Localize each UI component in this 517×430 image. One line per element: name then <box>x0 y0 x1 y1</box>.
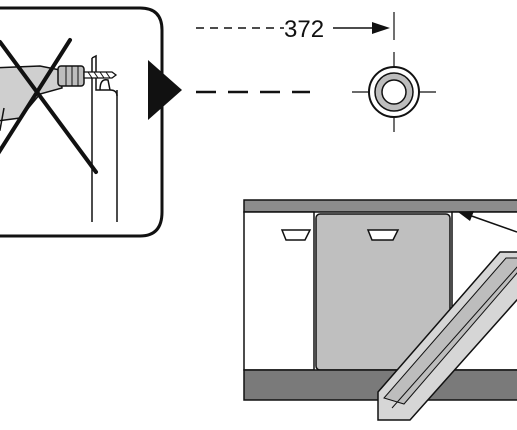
prohibition-cross <box>0 38 98 174</box>
cabinet-side-panel <box>91 54 118 222</box>
dimension-arrow-icon <box>372 22 390 34</box>
inset-frame <box>0 6 164 238</box>
triangle-pointer-icon <box>148 60 182 120</box>
dimension-value: 372 <box>284 16 324 43</box>
left-cabinet-front <box>243 211 315 371</box>
leader-line <box>465 213 517 233</box>
protective-strip <box>377 251 517 421</box>
dishwasher-cabinet-icon <box>243 199 517 421</box>
hole-target-icon <box>352 52 436 132</box>
countertop <box>243 199 517 213</box>
dimension-line: 372 <box>196 12 395 43</box>
left-cabinet-handle <box>280 229 312 241</box>
dishwasher-handle <box>366 229 400 241</box>
no-drill-inset <box>0 6 164 238</box>
leader-arrow-icon <box>458 211 474 221</box>
